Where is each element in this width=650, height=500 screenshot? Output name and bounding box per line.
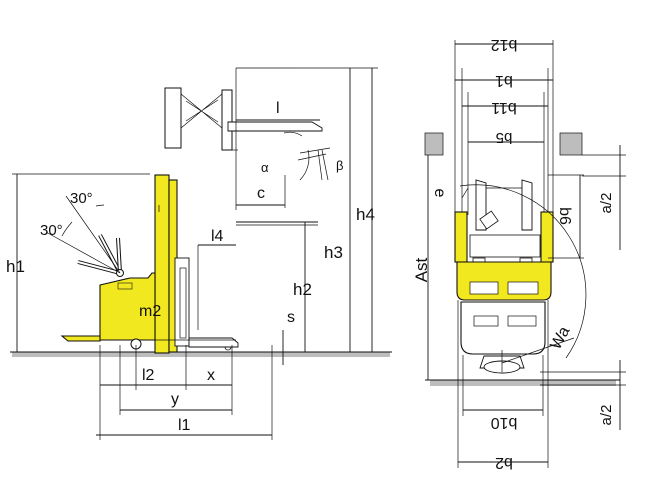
top-labels: b12 b1 b11 b5 b6 a/2 Ast Wa e a/2 b10 b2 (412, 36, 615, 471)
tiller-arm (45, 195, 124, 277)
side-labels: h1 h4 h3 h2 s l c l4 x l2 y l1 m2 α β 30… (6, 100, 375, 434)
label-h4: h4 (356, 205, 375, 224)
label-wa: Wa (547, 324, 573, 353)
side-ground (10, 351, 392, 357)
label-l4: l4 (211, 228, 224, 245)
turning-radius (459, 184, 587, 364)
label-b6: b6 (556, 207, 573, 225)
top-forks (461, 68, 549, 258)
label-y: y (171, 391, 179, 408)
label-c: c (257, 185, 265, 202)
top-dimensions (427, 40, 626, 468)
label-s: s (287, 309, 295, 326)
label-a2-top: a/2 (598, 193, 615, 214)
label-h1: h1 (6, 257, 25, 276)
label-ast: Ast (412, 257, 431, 282)
label-h2: h2 (293, 280, 312, 299)
label-b10: b10 (491, 414, 518, 431)
label-angle-upper: 30° (70, 190, 93, 207)
side-dimensions (12, 67, 378, 440)
mid-fork (197, 221, 318, 330)
label-b11: b11 (491, 99, 517, 116)
raised-load (164, 67, 331, 210)
mast (154, 174, 178, 354)
label-a2-bottom: a/2 (598, 405, 615, 426)
label-e: e (431, 189, 448, 198)
side-view: h1 h4 h3 h2 s l c l4 x l2 y l1 m2 α β 30… (6, 67, 392, 440)
label-m2: m2 (139, 303, 161, 320)
label-b5: b5 (496, 129, 513, 146)
label-l1: l1 (178, 417, 191, 434)
label-beta: β (336, 158, 343, 173)
label-alpha: α (261, 160, 269, 175)
label-b1: b1 (495, 72, 513, 89)
label-l: l (276, 100, 280, 117)
top-view: b12 b1 b11 b5 b6 a/2 Ast Wa e a/2 b10 b2 (412, 36, 626, 471)
top-chassis (454, 211, 554, 374)
label-x: x (207, 367, 215, 384)
label-l2: l2 (142, 367, 155, 384)
label-angle-lower: 30° (40, 222, 63, 239)
label-b2: b2 (495, 454, 513, 471)
label-h3: h3 (324, 243, 343, 262)
lower-forks (60, 257, 239, 348)
wall-blocks (424, 132, 620, 386)
label-b12: b12 (491, 36, 518, 53)
